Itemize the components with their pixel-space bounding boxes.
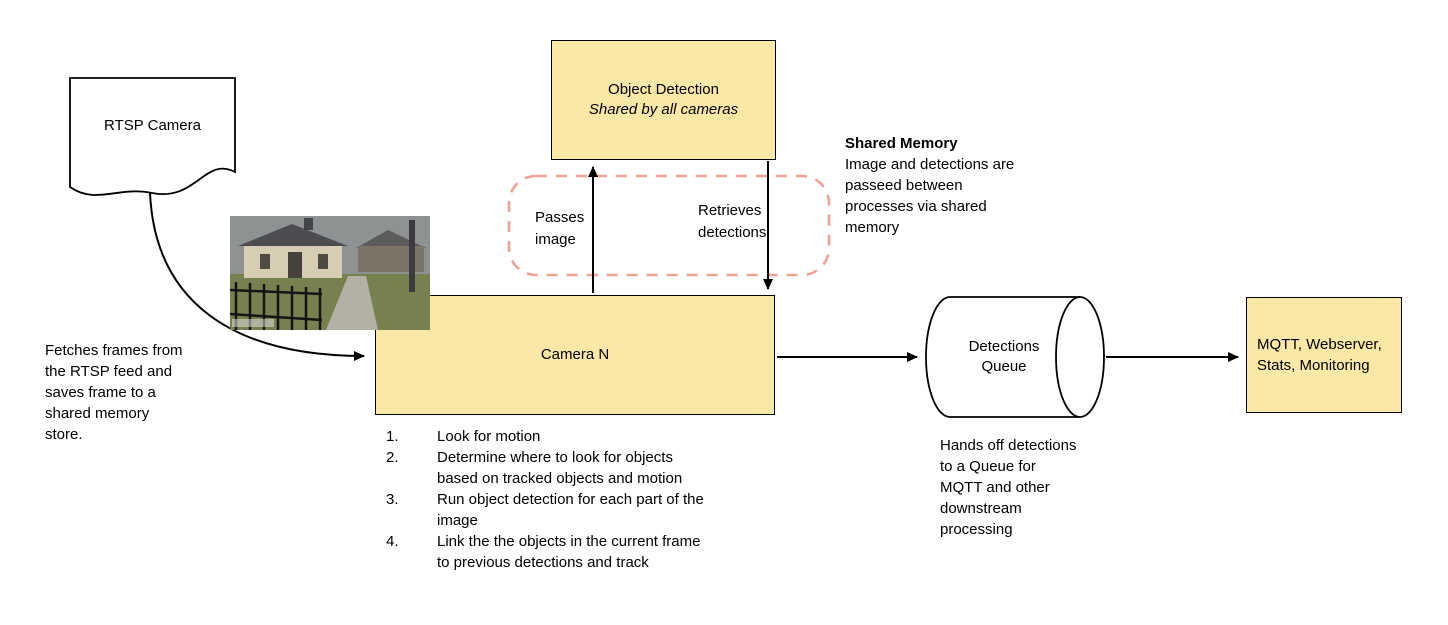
cylinder-end-cap bbox=[1055, 296, 1105, 418]
processing-steps-list: 1. Look for motion 2. Determine where to… bbox=[380, 426, 795, 573]
camera-n-label: Camera N bbox=[540, 346, 610, 363]
step-number: 1. bbox=[386, 428, 399, 445]
list-item: 1. Look for motion bbox=[380, 426, 795, 447]
shared-memory-note-body: Image and detections are passeed between… bbox=[845, 156, 1015, 236]
step-text: Determine where to look for objects base… bbox=[437, 449, 683, 487]
step-number: 2. bbox=[386, 449, 399, 466]
camera-n-box: Camera N bbox=[375, 295, 775, 415]
mqtt-box: MQTT, Webserver, Stats, Monitoring bbox=[1246, 297, 1402, 413]
rtsp-camera-label: RTSP Camera bbox=[104, 117, 201, 134]
list-item: 4. Link the the objects in the current f… bbox=[380, 531, 795, 573]
step-number: 3. bbox=[386, 491, 399, 508]
rtsp-camera-shape bbox=[69, 77, 236, 196]
passes-image-label: Passes image bbox=[535, 209, 585, 248]
object-detection-subtitle: Shared by all cameras bbox=[588, 101, 739, 118]
handoff-note: Hands off detections to a Queue for MQTT… bbox=[940, 437, 1077, 538]
shared-memory-dashed-region bbox=[507, 174, 831, 277]
step-text: Look for motion bbox=[437, 428, 541, 445]
object-detection-title: Object Detection bbox=[608, 81, 719, 98]
object-detection-box: Object Detection Shared by all cameras bbox=[551, 40, 776, 160]
detections-queue-label: Detections Queue bbox=[968, 338, 1040, 375]
arrow-rtsp-to-camera bbox=[149, 192, 365, 361]
detections-queue-cylinder bbox=[925, 296, 1080, 418]
fetch-frames-note: Fetches frames from the RTSP feed and sa… bbox=[45, 342, 183, 443]
shared-memory-note-title: Shared Memory bbox=[845, 135, 958, 152]
camera-snapshot-image bbox=[230, 216, 430, 330]
step-text: Link the the objects in the current fram… bbox=[437, 533, 701, 571]
step-number: 4. bbox=[386, 533, 399, 550]
list-item: 3. Run object detection for each part of… bbox=[380, 489, 795, 531]
step-text: Run object detection for each part of th… bbox=[437, 491, 704, 529]
retrieves-detections-label: Retrieves detections bbox=[698, 202, 767, 241]
shared-memory-note: Shared Memory Image and detections are p… bbox=[845, 133, 1075, 238]
list-item: 2. Determine where to look for objects b… bbox=[380, 447, 795, 489]
